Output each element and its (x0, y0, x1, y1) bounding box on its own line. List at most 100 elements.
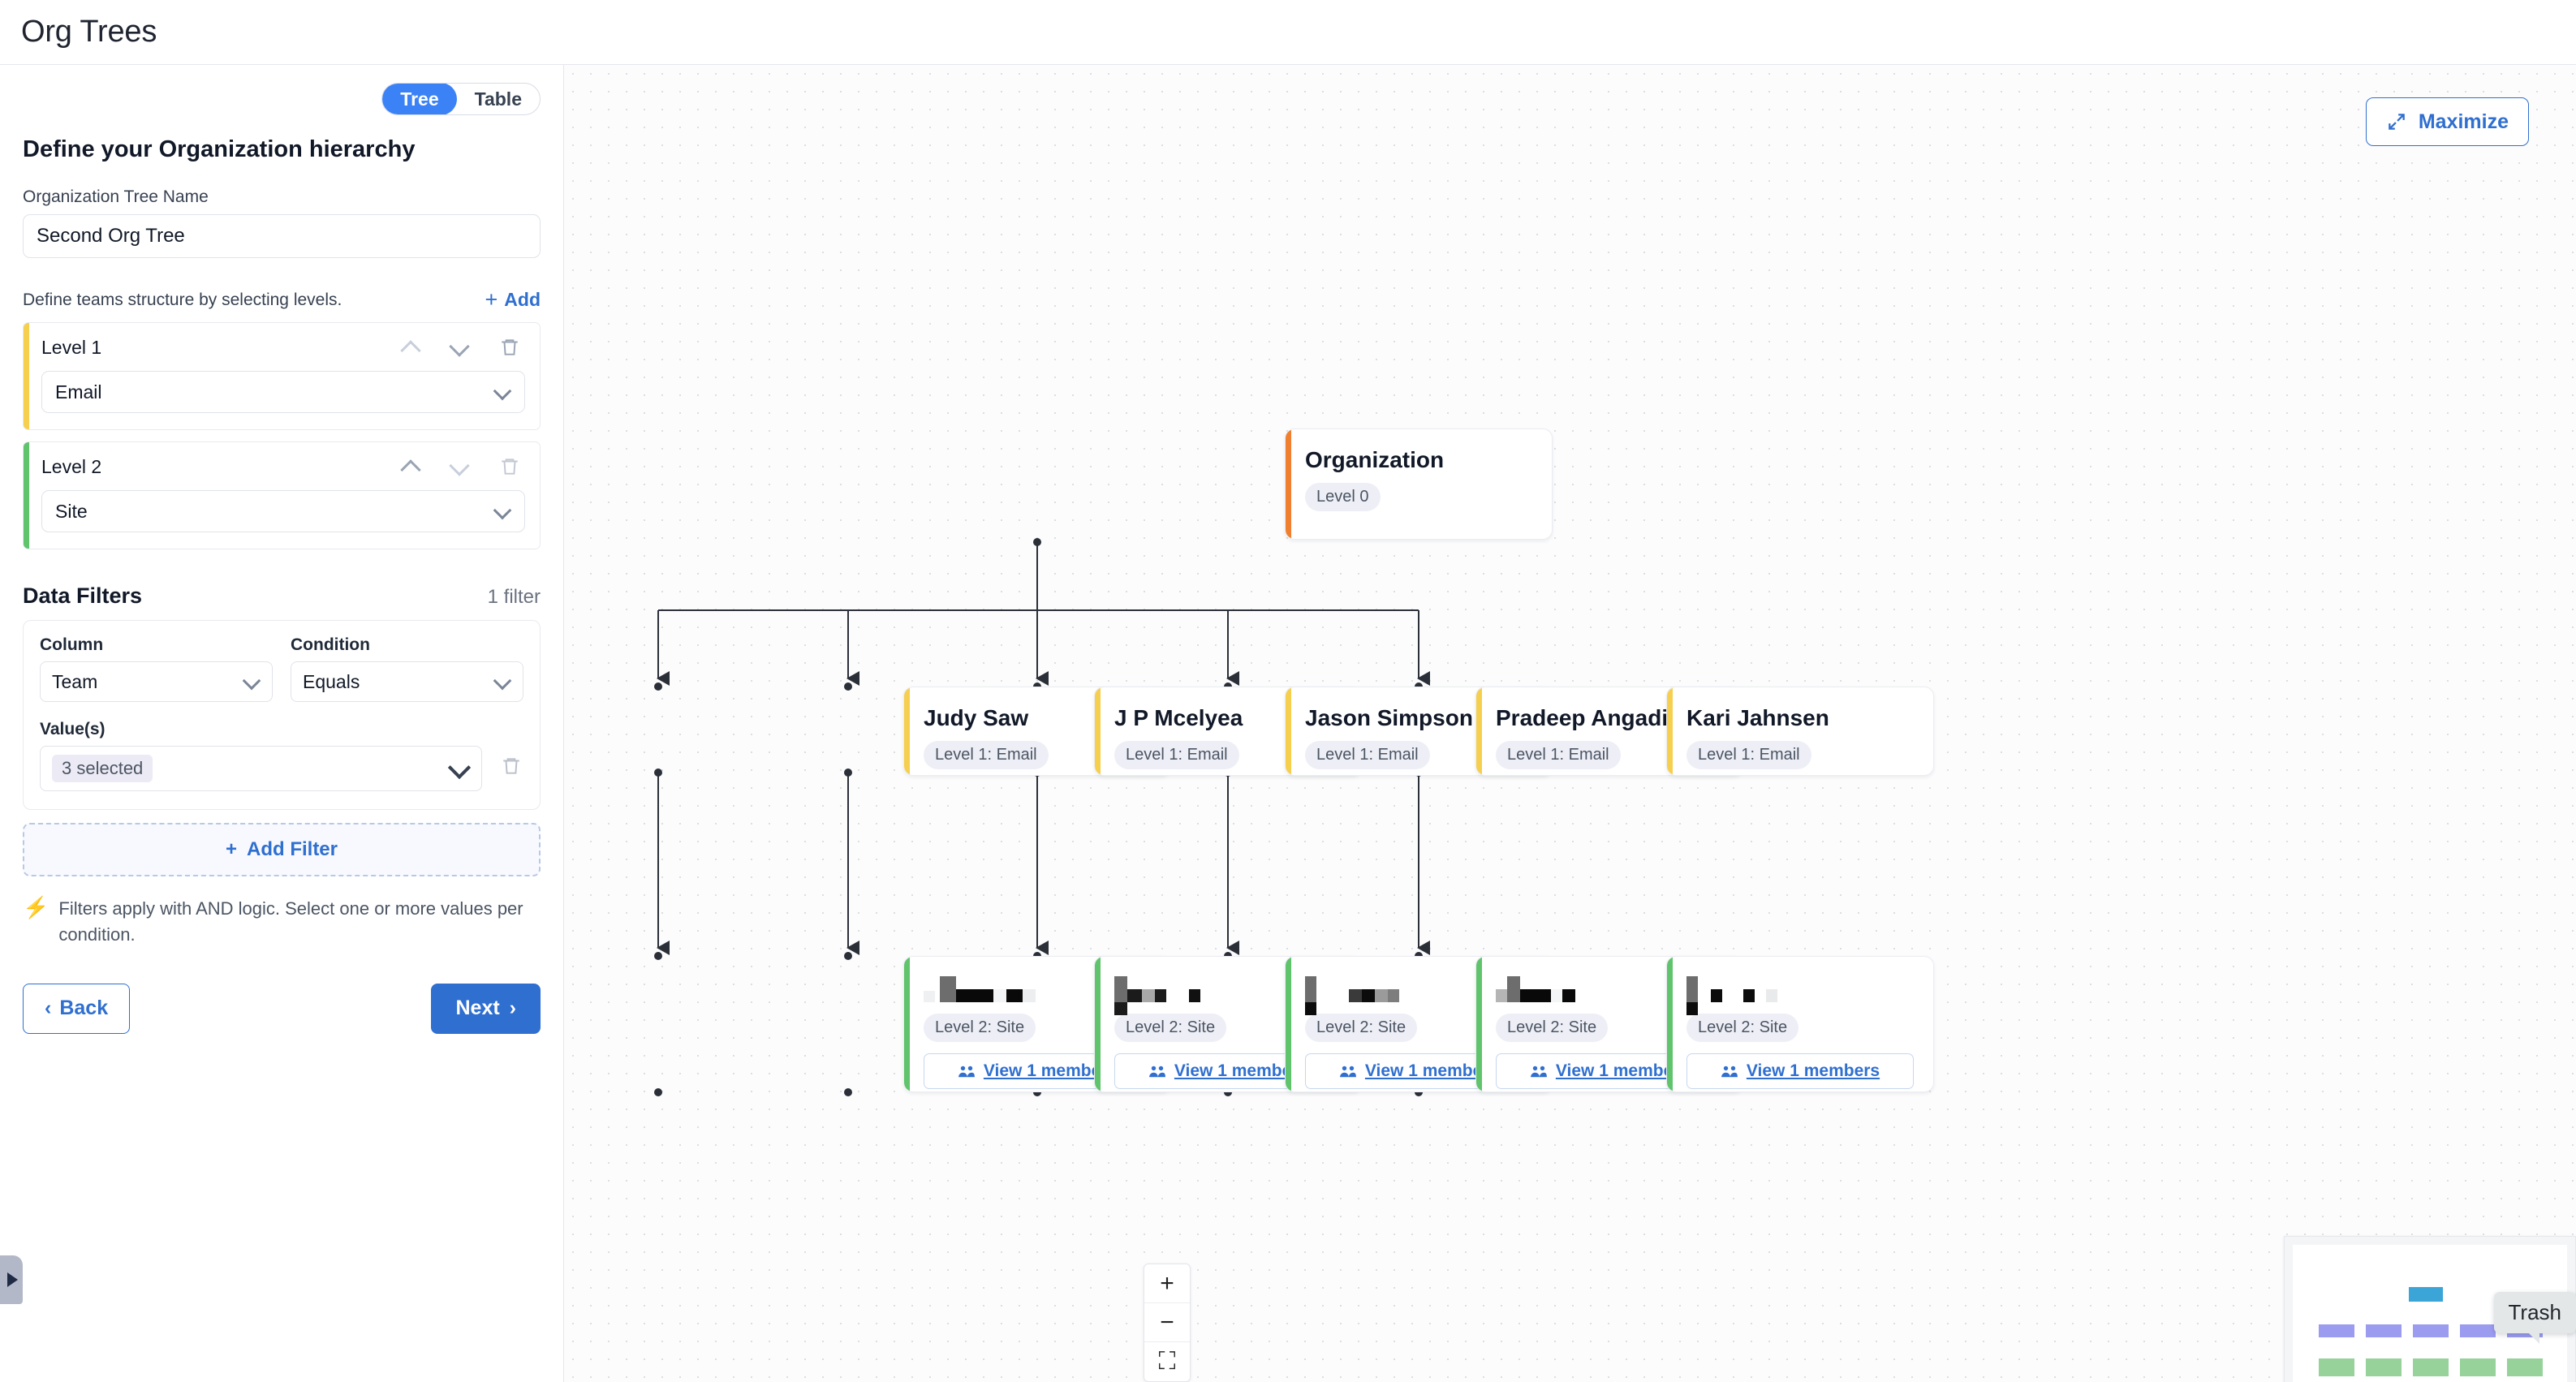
filter-count: 1 filter (487, 586, 541, 608)
org-node-level1-badge: Level 1: Email (924, 741, 1049, 769)
maximize-label: Maximize (2418, 110, 2509, 133)
org-node-level2-title-redacted (924, 975, 1151, 1002)
filter-note: ⚡ Filters apply with AND logic. Select o… (23, 896, 541, 948)
view-members-button[interactable]: View 1 members (1686, 1053, 1914, 1089)
add-level-button[interactable]: + Add (485, 289, 541, 311)
zoom-controls: + − ⛶ (1144, 1264, 1191, 1382)
filter-values-label: Value(s) (40, 720, 106, 738)
org-node-root-body: Organization Level 0 (1286, 429, 1552, 529)
level-card-1: Level 1 Email (23, 322, 541, 430)
view-members-label: View 1 members (1174, 1061, 1308, 1080)
org-node-level1-body: Judy Saw Level 1: Email (904, 687, 1170, 775)
members-icon (1339, 1066, 1356, 1078)
chevron-down-icon (495, 677, 511, 687)
view-members-label: View 1 members (1555, 1061, 1690, 1080)
plus-icon: + (225, 838, 237, 860)
filter-condition-group: Condition Equals (291, 635, 523, 702)
filter-row: Column Team Condition Equals Va (23, 620, 541, 810)
level-card-2-header: Level 2 (41, 455, 525, 478)
minimap-level2-node (2319, 1358, 2354, 1376)
sidebar-collapse-handle[interactable] (0, 1255, 23, 1304)
org-node-level2-badge: Level 2: Site (1686, 1014, 1799, 1042)
move-down-icon[interactable] (450, 461, 470, 472)
plus-icon: + (485, 287, 498, 312)
data-filters-title: Data Filters (23, 583, 143, 608)
config-sidebar: Tree Table Define your Organization hier… (0, 65, 564, 1382)
tree-name-label: Organization Tree Name (23, 187, 209, 206)
levels-header: Define teams structure by selecting leve… (23, 289, 541, 311)
org-node-level2-body: Level 2: Site View 1 members (1095, 957, 1361, 1091)
level-card-2: Level 2 Site (23, 441, 541, 549)
org-node-level1-body: Pradeep Angadi Level 1: Email (1476, 687, 1742, 775)
add-level-label: Add (504, 289, 541, 310)
filter-values-chip: 3 selected (52, 755, 153, 782)
members-icon (1530, 1066, 1547, 1078)
delete-level-icon[interactable] (499, 455, 520, 478)
org-node-level2-badge: Level 2: Site (1305, 1014, 1418, 1042)
back-button[interactable]: ‹ Back (23, 983, 131, 1034)
level-2-field-value: Site (55, 500, 88, 522)
move-down-icon[interactable] (450, 342, 470, 353)
fit-view-button[interactable]: ⛶ (1158, 1348, 1176, 1375)
level-1-field-value: Email (55, 381, 102, 403)
minimap-level2-node (2507, 1358, 2543, 1376)
section-heading: Define your Organization hierarchy (23, 136, 416, 162)
add-filter-button[interactable]: + Add Filter (23, 823, 541, 876)
minimap-level1-node (2413, 1324, 2449, 1337)
minimap-level2-node (2413, 1358, 2449, 1376)
top-bar: Org Trees (0, 0, 2576, 65)
level-card-1-name: Level 1 (41, 336, 102, 358)
maximize-button[interactable]: Maximize (2365, 97, 2529, 146)
delete-level-icon[interactable] (499, 336, 520, 359)
org-chart-canvas[interactable]: Maximize (564, 65, 2576, 1382)
zoom-in-button[interactable]: + (1144, 1264, 1190, 1303)
move-up-icon[interactable] (402, 342, 421, 353)
members-icon (958, 1066, 975, 1078)
view-members-label: View 1 members (1364, 1061, 1499, 1080)
filter-column-value: Team (52, 670, 98, 692)
page-title: Org Trees (21, 15, 157, 49)
org-node-level2-title-redacted (1114, 975, 1342, 1015)
minimap-root-node (2409, 1287, 2443, 1302)
org-node-level1-title: Jason Simpson (1305, 705, 1473, 730)
minimap-level1-node (2319, 1324, 2354, 1337)
data-filters-header: Data Filters 1 filter (23, 583, 541, 609)
app-shell: Tree Table Define your Organization hier… (0, 65, 2576, 1382)
back-label: Back (59, 997, 109, 1020)
filter-column-select[interactable]: Team (40, 661, 273, 702)
org-node-level2[interactable]: Level 2: Site View 1 members (1475, 956, 1743, 1092)
move-up-icon[interactable] (402, 461, 421, 472)
trash-tooltip: Trash (2493, 1292, 2576, 1344)
chevron-down-icon (244, 677, 261, 687)
toggle-option-table[interactable]: Table (474, 88, 522, 110)
level-card-2-name: Level 2 (41, 455, 102, 477)
org-node-level1-badge: Level 1: Email (1305, 741, 1430, 769)
org-node-root-title: Organization (1305, 447, 1445, 472)
level-1-field-select[interactable]: Email (41, 371, 525, 413)
level-card-2-actions (402, 455, 525, 478)
view-mode-toggle[interactable]: Tree Table (381, 83, 541, 115)
filter-column-label: Column (40, 635, 104, 654)
delete-filter-icon[interactable] (501, 755, 522, 777)
org-node-root[interactable]: Organization Level 0 (1285, 428, 1553, 540)
chevron-right-icon: › (509, 997, 516, 1020)
chevron-down-icon (495, 506, 511, 516)
toggle-option-tree[interactable]: Tree (382, 84, 457, 114)
chevron-down-icon (450, 763, 470, 774)
filter-condition-select[interactable]: Equals (291, 661, 523, 702)
org-node-level2-badge: Level 2: Site (924, 1014, 1036, 1042)
org-node-level1-body: Jason Simpson Level 1: Email (1286, 687, 1552, 775)
members-icon (1721, 1066, 1738, 1078)
org-node-level2[interactable]: Level 2: Site View 1 members (1666, 956, 1934, 1092)
org-node-level1-body: Kari Jahnsen Level 1: Email (1667, 687, 1933, 775)
tree-name-input[interactable] (23, 214, 541, 258)
level-2-field-select[interactable]: Site (41, 490, 525, 532)
org-node-level1[interactable]: Kari Jahnsen Level 1: Email (1666, 687, 1934, 776)
next-button[interactable]: Next › (431, 983, 541, 1034)
view-members-label: View 1 members (1746, 1061, 1880, 1080)
filter-values-select[interactable]: 3 selected (40, 746, 482, 791)
org-node-level1-title: Judy Saw (924, 705, 1029, 730)
minimap-level2-node (2366, 1358, 2402, 1376)
zoom-out-button[interactable]: − (1144, 1303, 1190, 1342)
level-card-1-header: Level 1 (41, 336, 525, 359)
